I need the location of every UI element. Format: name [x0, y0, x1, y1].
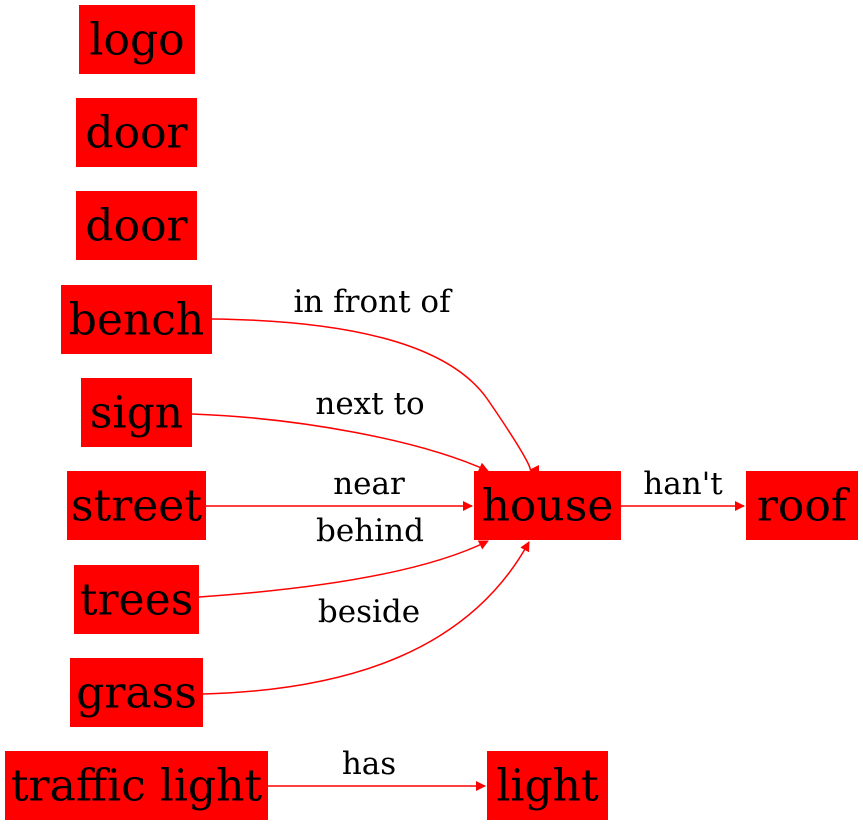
node-box [5, 751, 268, 820]
node-box [487, 751, 608, 820]
edge-line [202, 541, 530, 695]
edge-label: behind [316, 513, 424, 549]
node-box [61, 285, 212, 354]
edge-label: next to [315, 386, 424, 422]
node-traffic-light: traffic light [5, 751, 268, 820]
edge-label: han't [643, 466, 723, 502]
edge-label: near [333, 466, 405, 502]
edge-line [198, 540, 489, 598]
node-label: street [71, 481, 202, 532]
edge-label: beside [318, 594, 420, 630]
node-label: grass [76, 668, 197, 719]
edge-traffic-light-light: has [268, 746, 486, 791]
node-logo: logo [79, 5, 195, 74]
node-door2: door [76, 191, 197, 260]
node-label: trees [80, 575, 193, 626]
node-house: house [474, 471, 621, 540]
node-bench: bench [61, 285, 212, 354]
node-label: light [496, 761, 599, 812]
node-label: door [85, 201, 188, 252]
nodes-layer: logo door door bench sign street trees grass tra… [5, 5, 858, 820]
node-box [67, 471, 206, 540]
edge-grass-house: beside [202, 541, 530, 695]
node-roof: roof [746, 471, 858, 540]
node-box [474, 471, 621, 540]
node-label: door [85, 108, 188, 159]
edge-line [211, 318, 540, 475]
node-label: sign [90, 388, 183, 439]
edges-layer: in front of next to near behind beside han't h… [191, 284, 745, 791]
node-box [746, 471, 858, 540]
node-grass: grass [70, 658, 203, 727]
node-light: light [487, 751, 608, 820]
node-trees: trees [74, 565, 199, 634]
node-label: roof [757, 481, 850, 532]
edge-sign-house: next to [191, 386, 489, 472]
node-box [76, 98, 197, 167]
node-label: logo [89, 15, 184, 66]
node-box [74, 565, 199, 634]
node-box [76, 191, 197, 260]
node-label: traffic light [11, 761, 263, 812]
edge-house-roof: han't [621, 466, 745, 511]
edge-line [191, 413, 489, 472]
edge-bench-house: in front of [211, 284, 540, 475]
node-street: street [67, 471, 206, 540]
node-box [70, 658, 203, 727]
node-box [79, 5, 195, 74]
node-sign: sign [81, 378, 192, 447]
node-label: bench [69, 295, 205, 346]
edge-label: has [342, 746, 396, 782]
edge-label: in front of [293, 284, 453, 320]
edge-street-house: near [206, 466, 473, 511]
edge-trees-house: behind [198, 513, 489, 598]
node-label: house [482, 481, 614, 532]
node-door1: door [76, 98, 197, 167]
node-box [81, 378, 192, 447]
